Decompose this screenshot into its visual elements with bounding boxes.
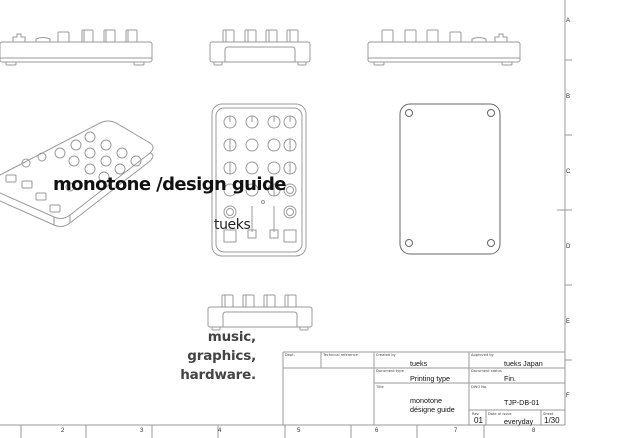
sheet-label: Sheet <box>543 412 554 416</box>
rear-view-drawing <box>207 294 313 331</box>
row-letter-c: C <box>566 169 571 175</box>
top-view-drawing <box>211 103 307 257</box>
technical-reference-label: Technical reference <box>323 353 358 357</box>
tagline-line-2: graphics, <box>187 348 256 364</box>
document-type-label: Document type <box>376 369 404 373</box>
side-view-right-drawing <box>367 29 521 66</box>
row-letter-e: E <box>566 319 571 325</box>
cover-author: tueks <box>214 217 251 233</box>
tagline-line-3: hardware. <box>180 367 256 383</box>
isometric-view-drawing <box>0 120 154 228</box>
column-number-3: 3 <box>140 428 144 434</box>
date-of-issue-label: Date of issue <box>488 412 512 416</box>
front-view-top-drawing <box>209 29 311 66</box>
approved-by-label: Approved by <box>471 353 494 357</box>
bottom-view-drawing <box>399 103 501 255</box>
column-number-8: 8 <box>532 428 536 434</box>
dwg-no-value: TJP-DB-01 <box>504 398 540 407</box>
row-letter-b: B <box>566 94 571 100</box>
title-block-grid <box>282 351 565 425</box>
dept-label: Dept. <box>285 353 295 357</box>
created-by-label: Created by <box>376 353 396 357</box>
cover-tagline: music, graphics, hardware. <box>150 328 256 385</box>
document-status-value: Fin. <box>504 374 516 383</box>
created-by-value: tueks <box>410 359 428 368</box>
column-number-6: 6 <box>375 428 379 434</box>
title-label: Title <box>376 385 384 389</box>
rev-value: 01 <box>474 416 483 425</box>
row-letter-a: A <box>566 18 571 24</box>
tagline-line-1: music, <box>207 329 256 345</box>
cover-title: monotone /design guide <box>53 174 286 195</box>
rev-label: Rev. <box>472 412 480 416</box>
column-number-4: 4 <box>218 428 222 434</box>
sheet-value: 1/30 <box>544 416 560 425</box>
row-letter-f: F <box>566 393 570 399</box>
row-letter-d: D <box>566 244 571 250</box>
column-number-5: 5 <box>297 428 301 434</box>
date-of-issue-value: everyday <box>504 417 534 426</box>
approved-by-value: tueks Japan <box>504 359 543 368</box>
title-value-line-2: désigne guide <box>410 405 455 414</box>
document-status-label: Document status <box>471 369 502 373</box>
dwg-no-label: DWG No. <box>471 385 488 389</box>
column-number-7: 7 <box>454 428 458 434</box>
title-value-line-1: monotone <box>410 396 442 405</box>
document-type-value: Printing type <box>410 374 450 383</box>
side-view-left-drawing <box>0 29 153 66</box>
column-number-2: 2 <box>61 428 65 434</box>
